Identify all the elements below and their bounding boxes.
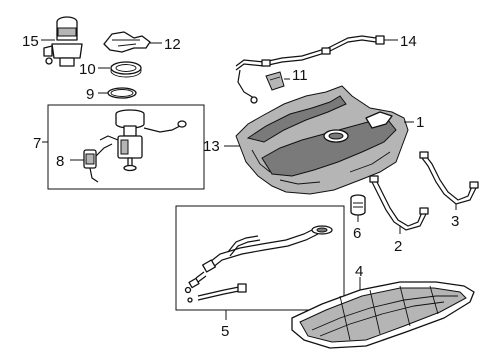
callout-1: 1 [416,114,424,131]
callout-6: 6 [353,225,361,242]
callout-10: 10 [79,61,96,78]
part-15-vapor-valve [43,16,83,67]
part-14-vapor-line [235,35,385,104]
part-4-skid-plate [291,281,475,349]
callout-12: 12 [164,36,181,53]
part-12-heat-shield [103,31,151,53]
callout-9: 9 [86,86,94,103]
callout-7: 7 [33,135,41,152]
part-6-cap [350,194,366,216]
part-11-valve [265,71,285,91]
part-3-tank-strap [419,151,479,205]
callout-2: 2 [394,238,402,255]
part-1-fuel-tank [235,85,409,195]
callout-3: 3 [451,213,459,230]
part-2-tank-strap [369,175,429,231]
callout-4: 4 [355,263,363,280]
part-8-level-sender [83,143,113,183]
callout-11: 11 [292,67,308,84]
part-5-box [175,205,345,311]
callout-5: 5 [221,323,229,340]
part-10-lock-ring [110,61,142,78]
callout-8: 8 [56,153,64,170]
callout-14: 14 [400,33,417,50]
part-7-fuel-pump-module [99,109,187,172]
part-7-box [47,104,205,190]
part-5-filler-pipe [184,225,333,303]
callout-15: 15 [22,33,39,50]
part-9-seal [107,87,137,99]
callout-13: 13 [203,138,220,155]
